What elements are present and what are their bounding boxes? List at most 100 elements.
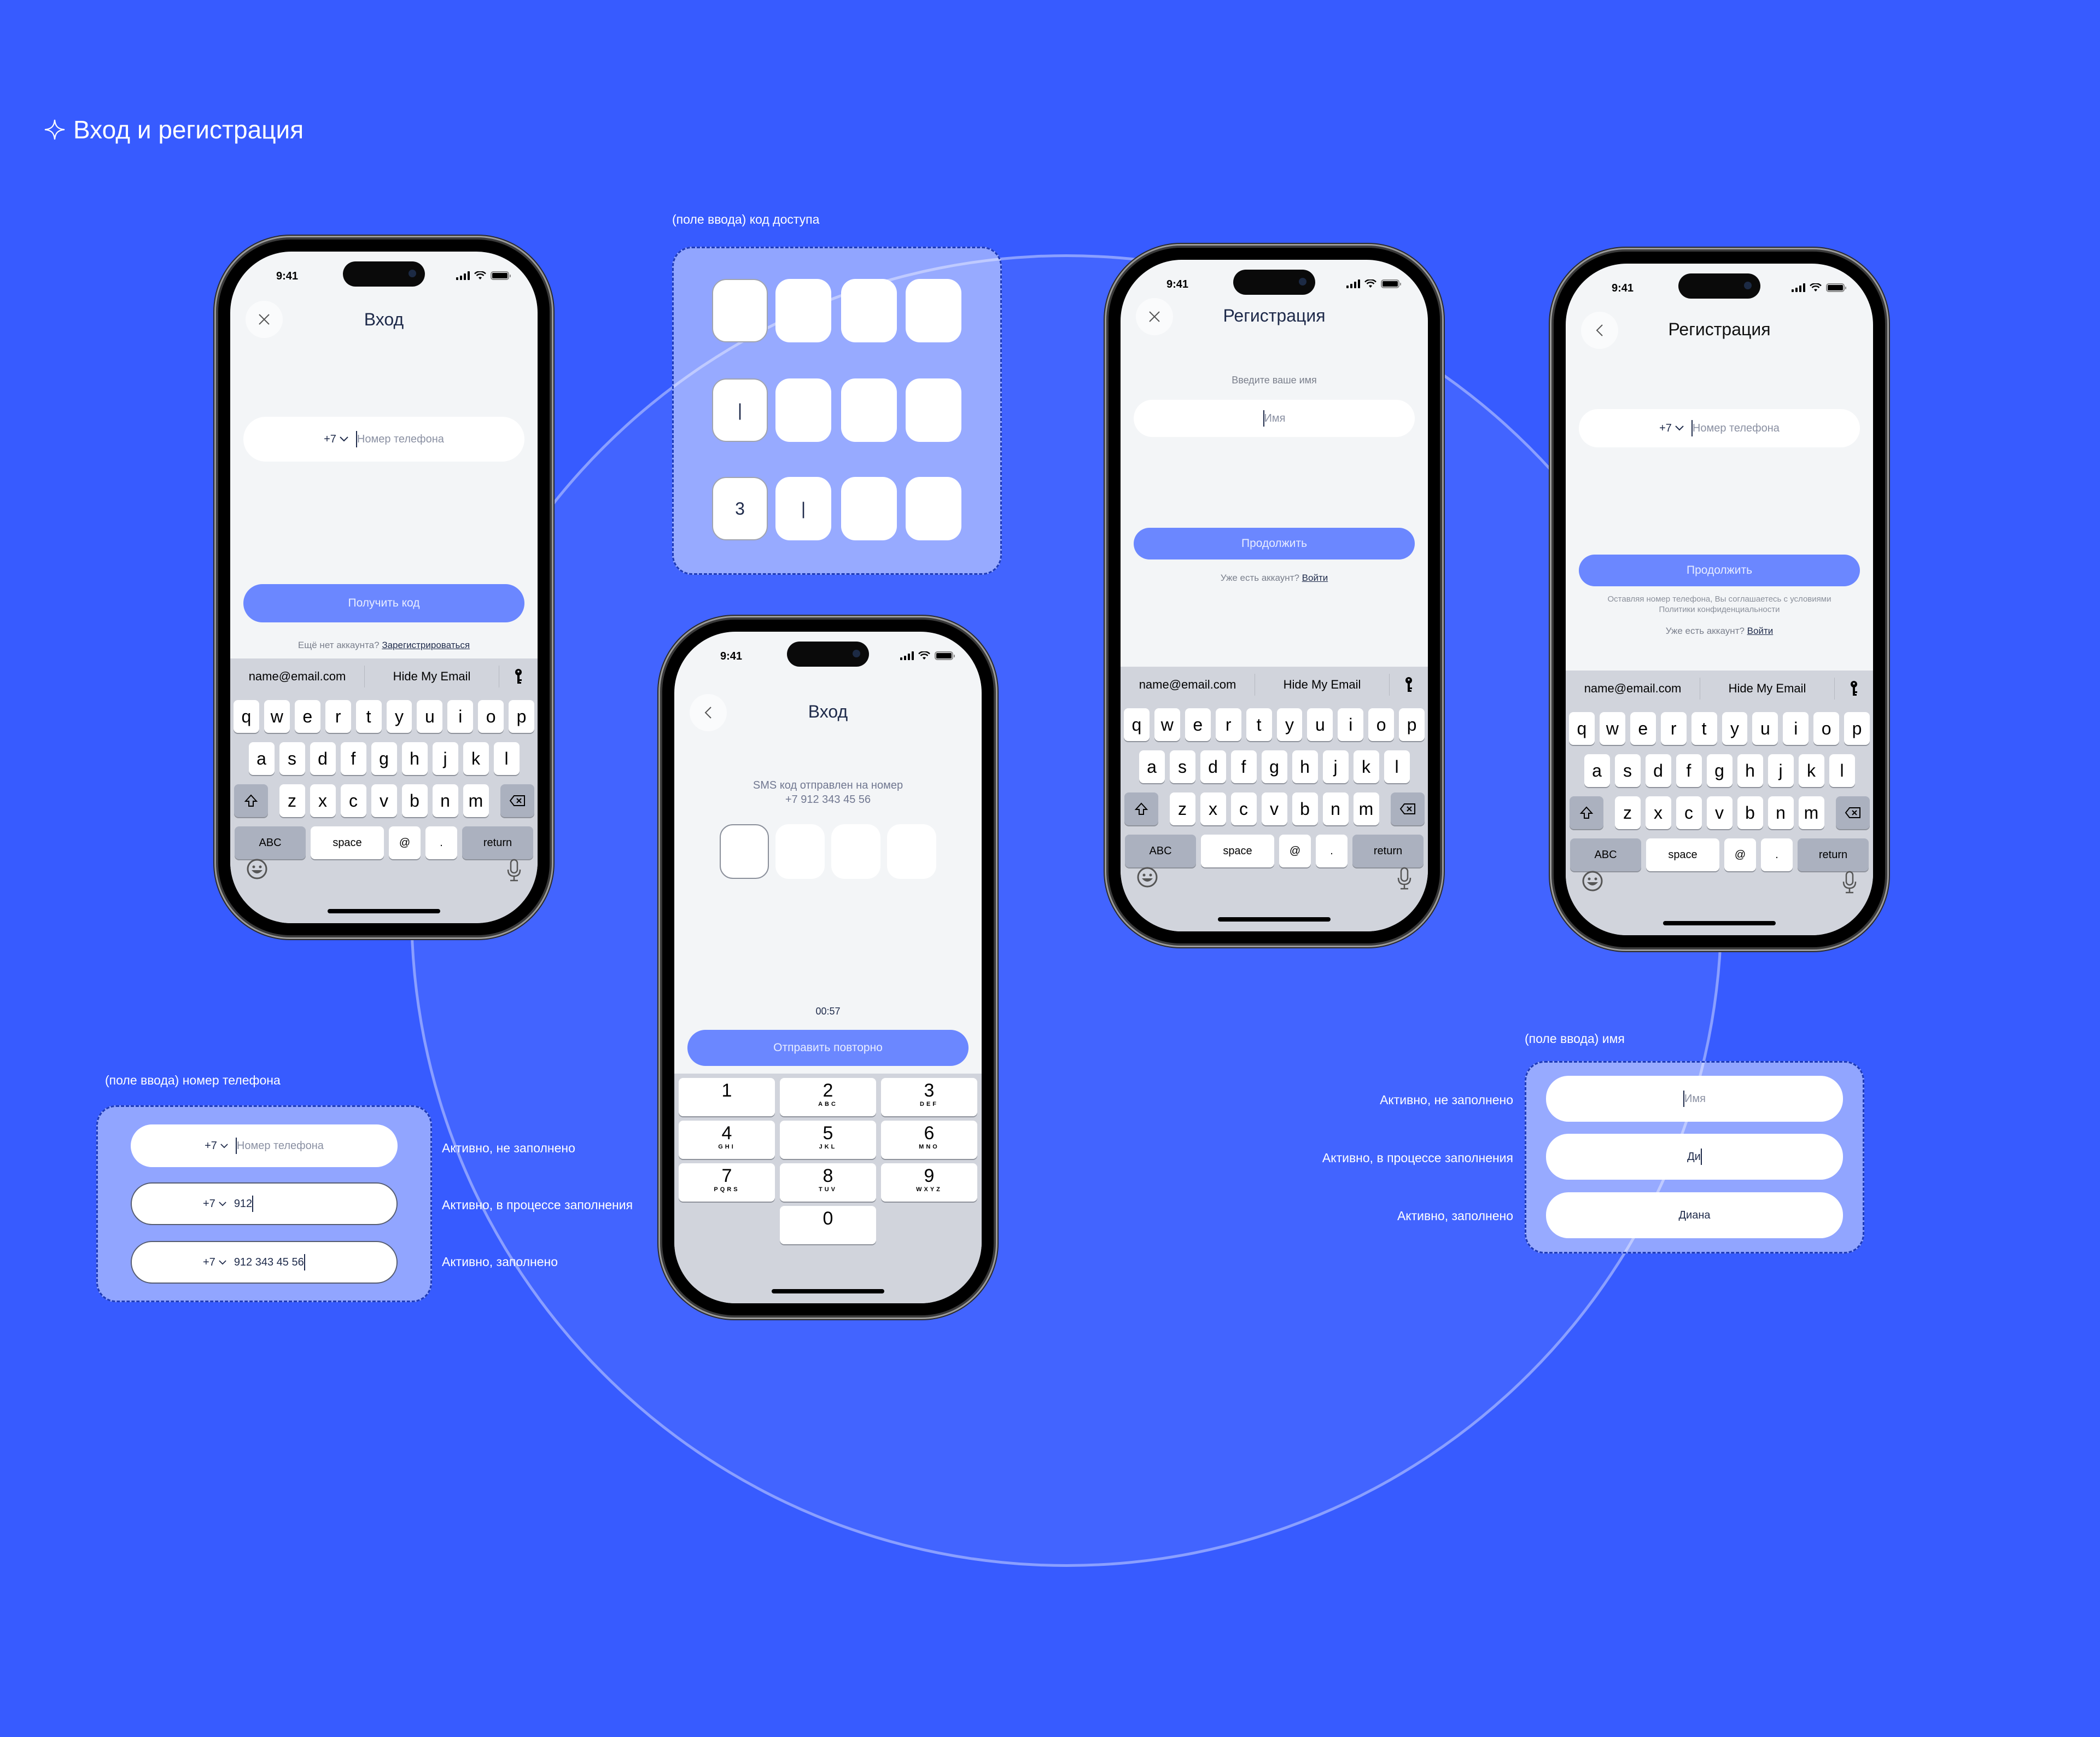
key[interactable]: g — [1706, 754, 1732, 787]
otp-input[interactable] — [674, 824, 982, 879]
shift-key[interactable] — [1124, 792, 1158, 825]
key[interactable]: g — [1261, 750, 1287, 783]
passwords-key-button[interactable] — [1835, 680, 1873, 697]
key[interactable]: d — [1645, 754, 1671, 787]
key[interactable]: y — [386, 700, 412, 733]
key[interactable]: w — [1599, 712, 1625, 745]
otp-digit-1[interactable] — [720, 824, 769, 879]
key[interactable]: a — [1139, 750, 1165, 783]
key[interactable]: a — [1584, 754, 1610, 787]
name-input[interactable]: Имя — [1134, 400, 1415, 437]
suggestion-hide-my-email[interactable]: Hide My Email — [1728, 681, 1806, 695]
code-box[interactable]: | — [775, 477, 831, 540]
abc-key[interactable]: ABC — [1570, 838, 1641, 871]
emoji-icon[interactable] — [1582, 871, 1603, 891]
delete-key[interactable] — [1835, 796, 1870, 829]
at-key[interactable]: @ — [389, 826, 421, 859]
key[interactable]: g — [371, 742, 397, 775]
key[interactable]: b — [401, 784, 428, 817]
key[interactable]: z — [1169, 792, 1195, 825]
space-key[interactable]: space — [1201, 835, 1274, 867]
key[interactable]: s — [1169, 750, 1195, 783]
code-box[interactable]: 3 — [712, 477, 768, 540]
key[interactable]: b — [1292, 792, 1318, 825]
key[interactable]: p — [1844, 712, 1870, 745]
passwords-key-button[interactable] — [499, 668, 538, 685]
return-key[interactable]: return — [462, 826, 533, 859]
key[interactable]: c — [1676, 796, 1702, 829]
otp-digit-4[interactable] — [887, 824, 936, 879]
return-key[interactable]: return — [1352, 835, 1424, 867]
key[interactable]: w — [264, 700, 290, 733]
name-input-partial[interactable]: Ди — [1546, 1134, 1843, 1180]
abc-key[interactable]: ABC — [1125, 835, 1196, 867]
at-key[interactable]: @ — [1724, 838, 1756, 871]
key[interactable]: w — [1154, 708, 1180, 741]
key[interactable]: f — [1676, 754, 1702, 787]
code-box[interactable] — [775, 378, 831, 442]
code-box[interactable] — [841, 477, 897, 540]
resend-button[interactable]: Отправить повторно — [687, 1030, 969, 1066]
code-box[interactable] — [906, 477, 961, 540]
key[interactable]: f — [340, 742, 366, 775]
key[interactable]: l — [1829, 754, 1855, 787]
code-box[interactable] — [906, 279, 961, 342]
key[interactable]: e — [294, 700, 320, 733]
return-key[interactable]: return — [1798, 838, 1869, 871]
key[interactable]: d — [1200, 750, 1226, 783]
suggestion-email[interactable]: name@email.com — [248, 669, 346, 683]
key[interactable]: p — [509, 700, 535, 733]
passwords-key-button[interactable] — [1390, 677, 1428, 693]
key[interactable]: o — [478, 700, 504, 733]
space-key[interactable]: space — [1646, 838, 1719, 871]
phone-input[interactable]: +7 Номер телефона — [243, 417, 524, 462]
otp-digit-3[interactable] — [831, 824, 880, 879]
key[interactable]: x — [1645, 796, 1671, 829]
key[interactable]: r — [1215, 708, 1241, 741]
continue-button[interactable]: Продолжить — [1579, 555, 1860, 586]
close-button[interactable] — [246, 301, 283, 338]
shift-key[interactable] — [234, 784, 268, 817]
emoji-icon[interactable] — [1137, 867, 1158, 888]
key[interactable]: e — [1630, 712, 1656, 745]
abc-key[interactable]: ABC — [235, 826, 306, 859]
code-box[interactable] — [906, 378, 961, 442]
key[interactable]: s — [1614, 754, 1641, 787]
name-input-empty[interactable]: Имя — [1546, 1076, 1843, 1122]
numpad-key-0[interactable]: 0 — [780, 1206, 876, 1244]
get-code-button[interactable]: Получить код — [243, 584, 524, 622]
numpad-key-1[interactable]: 1 — [679, 1078, 775, 1116]
name-input-filled[interactable]: Диана — [1546, 1192, 1843, 1238]
back-button[interactable] — [1581, 312, 1618, 349]
key[interactable]: h — [1292, 750, 1318, 783]
key[interactable]: k — [463, 742, 489, 775]
delete-key[interactable] — [1390, 792, 1425, 825]
code-box[interactable] — [841, 279, 897, 342]
key[interactable]: h — [1737, 754, 1763, 787]
key[interactable]: r — [325, 700, 351, 733]
close-button[interactable] — [1136, 298, 1173, 335]
suggestion-email[interactable]: name@email.com — [1139, 678, 1236, 691]
key[interactable]: s — [279, 742, 305, 775]
key[interactable]: v — [1261, 792, 1287, 825]
key[interactable]: u — [1307, 708, 1333, 741]
key[interactable]: c — [340, 784, 366, 817]
key[interactable]: h — [401, 742, 428, 775]
space-key[interactable]: space — [311, 826, 384, 859]
phone-input-filled[interactable]: +7 912 343 45 56 — [131, 1241, 398, 1284]
key[interactable]: b — [1737, 796, 1763, 829]
code-box[interactable] — [712, 279, 768, 342]
key[interactable]: y — [1722, 712, 1748, 745]
suggestion-hide-my-email[interactable]: Hide My Email — [393, 669, 471, 683]
code-box[interactable] — [841, 378, 897, 442]
key[interactable]: o — [1813, 712, 1840, 745]
key[interactable]: i — [1338, 708, 1364, 741]
key[interactable]: u — [1752, 712, 1778, 745]
microphone-icon[interactable] — [507, 859, 521, 882]
code-box[interactable]: | — [712, 378, 768, 442]
